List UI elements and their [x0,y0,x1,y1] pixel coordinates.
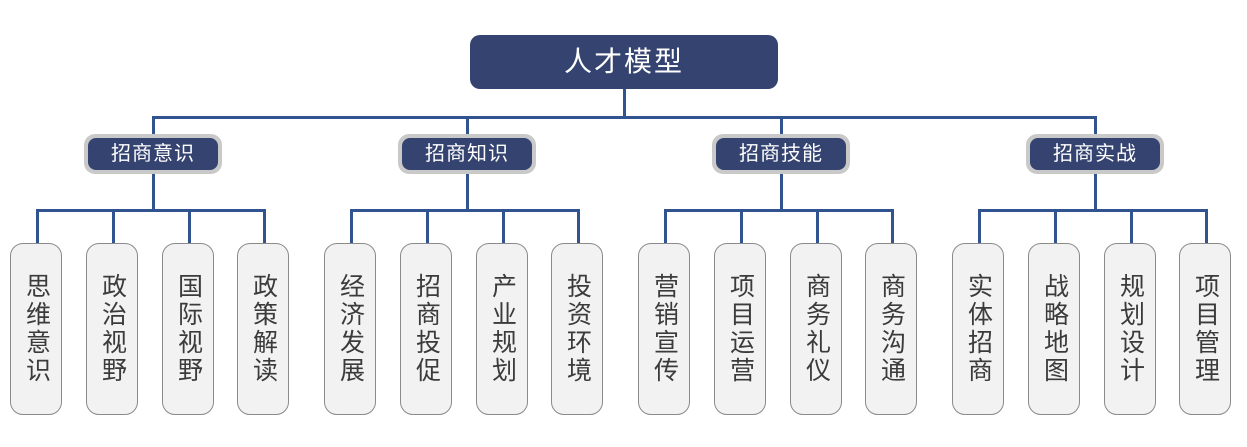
connector-leaf-4-2 [1054,209,1057,245]
leaf-node-2-4-label: 投资环境 [563,273,592,385]
branch-node-1-inner: 招商意识 [88,138,218,170]
connector-branch-2-stem [466,174,469,211]
connector-leaf-2-1 [350,209,353,245]
leaf-node-3-4[interactable]: 商务沟通 [865,243,917,415]
leaf-node-2-2[interactable]: 招商投促 [400,243,452,415]
connector-leaf-3-2 [740,209,743,245]
leaf-node-3-1[interactable]: 营销宣传 [638,243,690,415]
connector-branch-3-bus [664,209,894,212]
connector-drop-branch-4 [1094,116,1097,136]
branch-node-3-inner: 招商技能 [716,138,846,170]
branch-node-2[interactable]: 招商知识 [398,134,536,174]
leaf-node-4-4[interactable]: 项目管理 [1179,243,1231,415]
branch-node-1-label: 招商意识 [111,143,195,165]
leaf-node-4-4-label: 项目管理 [1191,273,1220,385]
leaf-node-2-3[interactable]: 产业规划 [476,243,528,415]
connector-branch-2-bus [350,209,580,212]
connector-drop-branch-3 [780,116,783,136]
connector-leaf-1-4 [263,209,266,245]
connector-drop-branch-1 [152,116,155,136]
connector-leaf-3-1 [664,209,667,245]
connector-leaf-1-1 [36,209,39,245]
branch-node-2-inner: 招商知识 [402,138,532,170]
branch-node-3-label: 招商技能 [739,143,823,165]
connector-leaf-4-4 [1205,209,1208,245]
branch-node-4-label: 招商实战 [1053,143,1137,165]
leaf-node-3-3[interactable]: 商务礼仪 [790,243,842,415]
leaf-node-1-2[interactable]: 政治视野 [86,243,138,415]
leaf-node-1-1-label: 思维意识 [22,273,51,385]
connector-leaf-3-3 [816,209,819,245]
connector-branch-3-stem [780,174,783,211]
connector-branch-1-bus [36,209,266,212]
connector-leaf-3-4 [891,209,894,245]
branch-node-3[interactable]: 招商技能 [712,134,850,174]
leaf-node-1-3[interactable]: 国际视野 [162,243,214,415]
root-node-label: 人才模型 [563,46,684,77]
leaf-node-1-4-label: 政策解读 [249,273,278,385]
connector-branch-1-stem [152,174,155,211]
leaf-node-4-3[interactable]: 规划设计 [1104,243,1156,415]
connector-leaf-4-1 [978,209,981,245]
connector-drop-branch-2 [466,116,469,136]
leaf-node-1-1[interactable]: 思维意识 [10,243,62,415]
connector-leaf-2-3 [502,209,505,245]
leaf-node-2-1[interactable]: 经济发展 [324,243,376,415]
leaf-node-3-4-label: 商务沟通 [877,273,906,385]
leaf-node-2-3-label: 产业规划 [488,273,517,385]
branch-node-1[interactable]: 招商意识 [84,134,222,174]
leaf-node-2-1-label: 经济发展 [336,273,365,385]
connector-leaf-2-4 [577,209,580,245]
root-node-talent-model[interactable]: 人才模型 [470,35,778,89]
branch-node-2-label: 招商知识 [425,143,509,165]
leaf-node-4-1[interactable]: 实体招商 [952,243,1004,415]
leaf-node-1-2-label: 政治视野 [98,273,127,385]
leaf-node-4-3-label: 规划设计 [1116,273,1145,385]
leaf-node-3-3-label: 商务礼仪 [802,273,831,385]
leaf-node-3-1-label: 营销宣传 [650,273,679,385]
leaf-node-3-2-label: 项目运营 [726,273,755,385]
connector-root-stem [623,88,626,118]
leaf-node-4-1-label: 实体招商 [964,273,993,385]
leaf-node-4-2-label: 战略地图 [1040,273,1069,385]
connector-leaf-2-2 [426,209,429,245]
connector-leaf-4-3 [1130,209,1133,245]
leaf-node-2-2-label: 招商投促 [412,273,441,385]
connector-leaf-1-3 [188,209,191,245]
branch-node-4[interactable]: 招商实战 [1026,134,1164,174]
leaf-node-2-4[interactable]: 投资环境 [551,243,603,415]
leaf-node-1-4[interactable]: 政策解读 [237,243,289,415]
leaf-node-1-3-label: 国际视野 [174,273,203,385]
leaf-node-4-2[interactable]: 战略地图 [1028,243,1080,415]
connector-branch-4-bus [978,209,1208,212]
connector-leaf-1-2 [112,209,115,245]
connector-level2-bus [152,116,1096,119]
leaf-node-3-2[interactable]: 项目运营 [714,243,766,415]
branch-node-4-inner: 招商实战 [1030,138,1160,170]
connector-branch-4-stem [1094,174,1097,211]
